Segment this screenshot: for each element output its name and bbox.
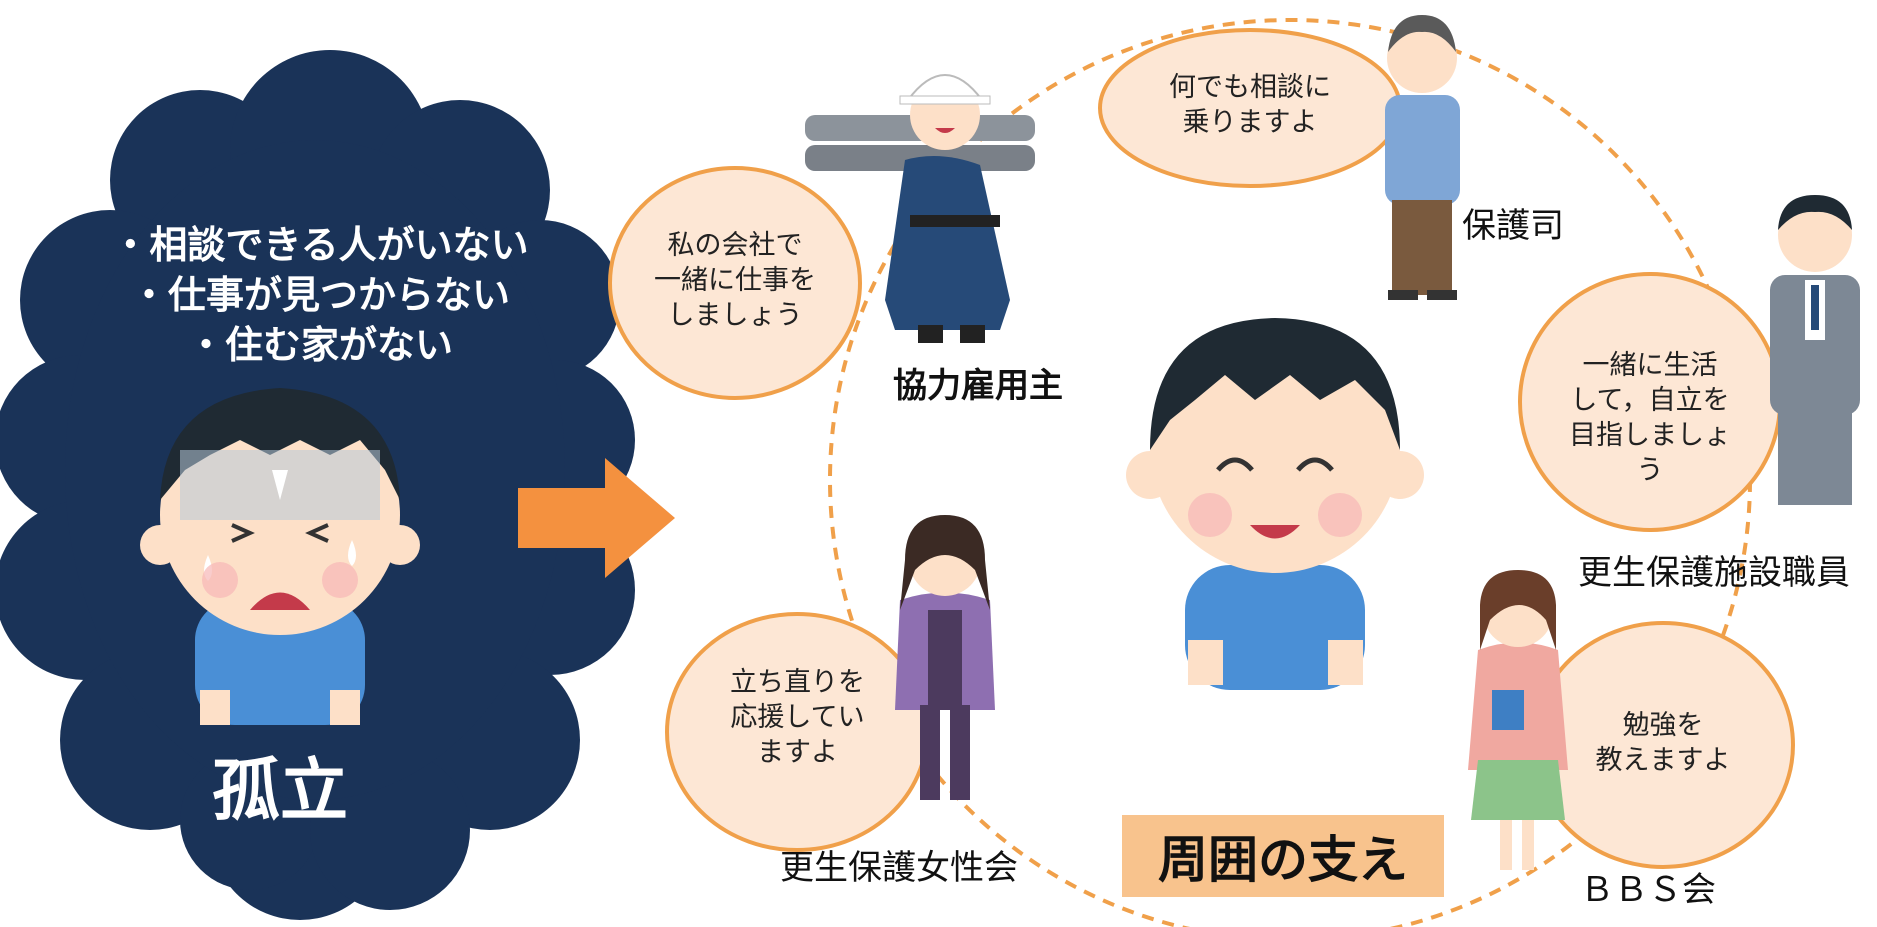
bbs-girl-icon bbox=[1468, 570, 1568, 870]
role-probation-officer: 保護司 bbox=[1462, 206, 1564, 246]
role-bbs: ＢＢＳ会 bbox=[1580, 870, 1716, 910]
problem-line-2: ・仕事が見つからない bbox=[129, 273, 510, 317]
isolation-label: 孤立 bbox=[211, 752, 348, 831]
facility-staff-icon bbox=[1770, 195, 1860, 505]
center-support-label: 周囲の支え bbox=[1122, 815, 1444, 897]
probation-officer-icon bbox=[1385, 15, 1460, 300]
woman-volunteer-icon bbox=[895, 515, 995, 800]
problem-line-3: ・住む家がない bbox=[186, 323, 453, 367]
worried-boy-icon bbox=[140, 388, 420, 725]
arrow-right-icon bbox=[518, 458, 675, 578]
role-employer: 協力雇用主 bbox=[893, 366, 1063, 406]
role-facility-staff: 更生保護施設職員 bbox=[1578, 553, 1850, 593]
speech-probation-officer: 何でも相談に 乗りますよ bbox=[1169, 72, 1331, 139]
bubble-employer bbox=[608, 166, 862, 400]
worker-icon bbox=[805, 74, 1035, 343]
speech-bbs: 勉強を 教えますよ bbox=[1595, 710, 1731, 777]
role-women-assoc: 更生保護女性会 bbox=[780, 848, 1018, 888]
problem-line-1: ・相談できる人がいない bbox=[111, 223, 529, 267]
speech-women-assoc: 立ち直りを 応援してい ますよ bbox=[730, 667, 865, 769]
isolation-cloud bbox=[0, 50, 635, 920]
speech-facility-staff: 一緒に生活 して，自立を 目指しましょう bbox=[1569, 350, 1731, 487]
smiling-boy-icon bbox=[1126, 318, 1424, 690]
speech-employer: 私の会社で 一緒に仕事を しましょう bbox=[654, 230, 816, 332]
